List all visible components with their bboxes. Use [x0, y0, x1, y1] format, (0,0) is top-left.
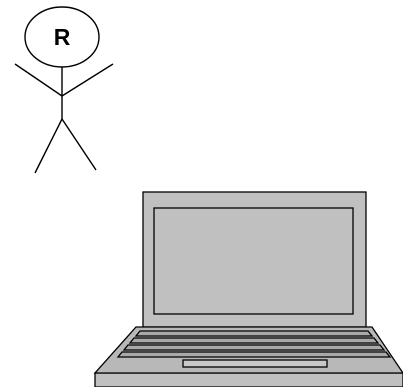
stick-figure-left-leg: [35, 119, 62, 173]
keyboard-row: [136, 331, 372, 336]
laptop-screen: [154, 208, 353, 314]
stick-figure-right-leg: [62, 119, 96, 170]
laptop-touchpad: [183, 360, 327, 367]
keyboard-row: [124, 345, 384, 350]
keyboard-row: [130, 338, 378, 343]
laptop-base: [95, 373, 403, 387]
laptop: [95, 192, 403, 387]
keyboard-row: [118, 352, 390, 357]
stick-figure-left-arm: [15, 64, 62, 96]
person-label: R: [54, 24, 71, 50]
stick-figure-right-arm: [62, 64, 113, 96]
